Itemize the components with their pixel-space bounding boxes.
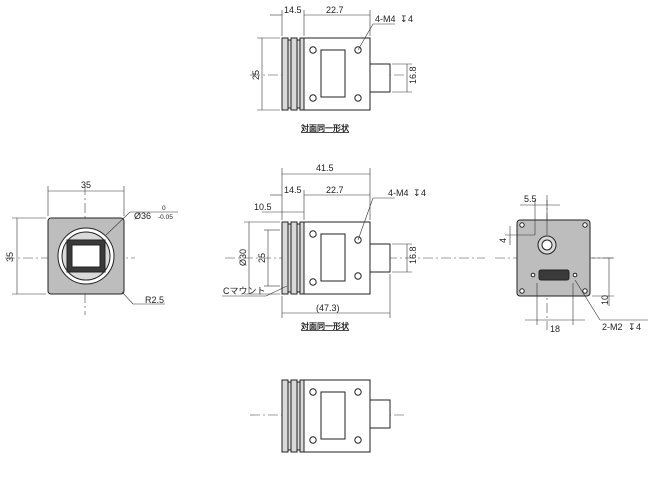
screw-hole — [530, 272, 536, 278]
tap-depth: 4 — [421, 188, 426, 198]
dim-bottom: 18 — [550, 324, 560, 334]
screw-hole — [309, 436, 317, 444]
top-view: 14.5 22.7 25 16.8 4-M4 ↧ 4 対面同一形状 — [250, 5, 418, 133]
dim-body: 22.7 — [326, 5, 344, 15]
dim-flange: 14.5 — [284, 5, 302, 15]
connector — [369, 63, 391, 93]
rear-plate — [516, 219, 591, 297]
dim-height: 25 — [257, 253, 267, 263]
dim-height: 35 — [5, 252, 15, 262]
usb-connector — [538, 269, 570, 281]
fin — [299, 37, 305, 111]
fin — [290, 221, 298, 295]
diameter-label: Ø36 — [134, 211, 151, 221]
tolerance-lower: -0.05 — [158, 214, 173, 221]
dim-width: 35 — [81, 180, 91, 190]
fin — [281, 37, 289, 111]
dim-side: 4 — [498, 238, 508, 243]
corner-radius: R2.5 — [145, 295, 164, 305]
rear-view: 5.5 4 18 10 2-M2 ↧ 4 — [495, 194, 648, 334]
connector — [369, 399, 391, 429]
label-recess — [320, 233, 346, 282]
tap-note: 4-M4 — [388, 188, 409, 198]
dim-total-ref: (47.3) — [316, 303, 340, 313]
label-recess — [320, 49, 346, 98]
dim-flange: 14.5 — [284, 185, 302, 195]
tap-depth: 4 — [636, 322, 641, 332]
screw-hole — [572, 272, 578, 278]
screw-hole — [519, 222, 525, 228]
tap-depth: 4 — [408, 14, 413, 24]
screw-hole — [354, 388, 362, 396]
screw-hole — [309, 278, 317, 286]
sensor-window — [71, 244, 101, 268]
fin — [281, 221, 289, 295]
side-view: 41.5 14.5 22.7 10.5 Ø30 25 16.8 4-M4 ↧ 4 — [222, 163, 485, 331]
screw-hole — [582, 222, 588, 228]
dim-overall: 41.5 — [316, 163, 334, 173]
fin — [281, 379, 289, 453]
depth-symbol: ↧ — [400, 14, 408, 24]
depth-symbol: ↧ — [413, 188, 421, 198]
dim-bore: Ø30 — [238, 249, 248, 266]
bottom-view — [250, 379, 405, 453]
front-view: 35 35 Ø36 0 -0.05 R2.5 — [5, 180, 178, 315]
screw-hole — [582, 288, 588, 294]
caption-same-shape: 対面同一形状 — [300, 321, 350, 331]
c-mount-label: Cマウント — [223, 286, 266, 296]
tolerance-upper: 0 — [162, 205, 166, 212]
io-connector-pins — [541, 239, 553, 251]
screw-hole — [354, 436, 362, 444]
fin — [290, 37, 298, 111]
tap-note: 2-M2 — [602, 322, 623, 332]
fin — [299, 379, 305, 453]
caption-same-shape: 対面同一形状 — [300, 123, 350, 133]
screw-hole — [309, 388, 317, 396]
dim-right: 10 — [600, 295, 610, 305]
dim-body: 22.7 — [326, 185, 344, 195]
tap-note: 4-M4 — [375, 14, 396, 24]
dim-connector: 16.8 — [408, 246, 418, 264]
fin — [299, 221, 305, 295]
dim-mount: 10.5 — [254, 202, 272, 212]
screw-hole — [309, 46, 317, 54]
dim-top: 5.5 — [524, 194, 537, 204]
screw-hole — [354, 94, 362, 102]
label-recess — [320, 391, 346, 440]
screw-hole — [519, 288, 525, 294]
screw-hole — [309, 230, 317, 238]
dim-connector: 16.8 — [408, 66, 418, 84]
screw-hole — [309, 94, 317, 102]
dim-height: 25 — [251, 70, 261, 80]
fin — [290, 379, 298, 453]
screw-hole — [354, 272, 362, 280]
connector — [369, 243, 391, 273]
depth-symbol: ↧ — [628, 322, 636, 332]
